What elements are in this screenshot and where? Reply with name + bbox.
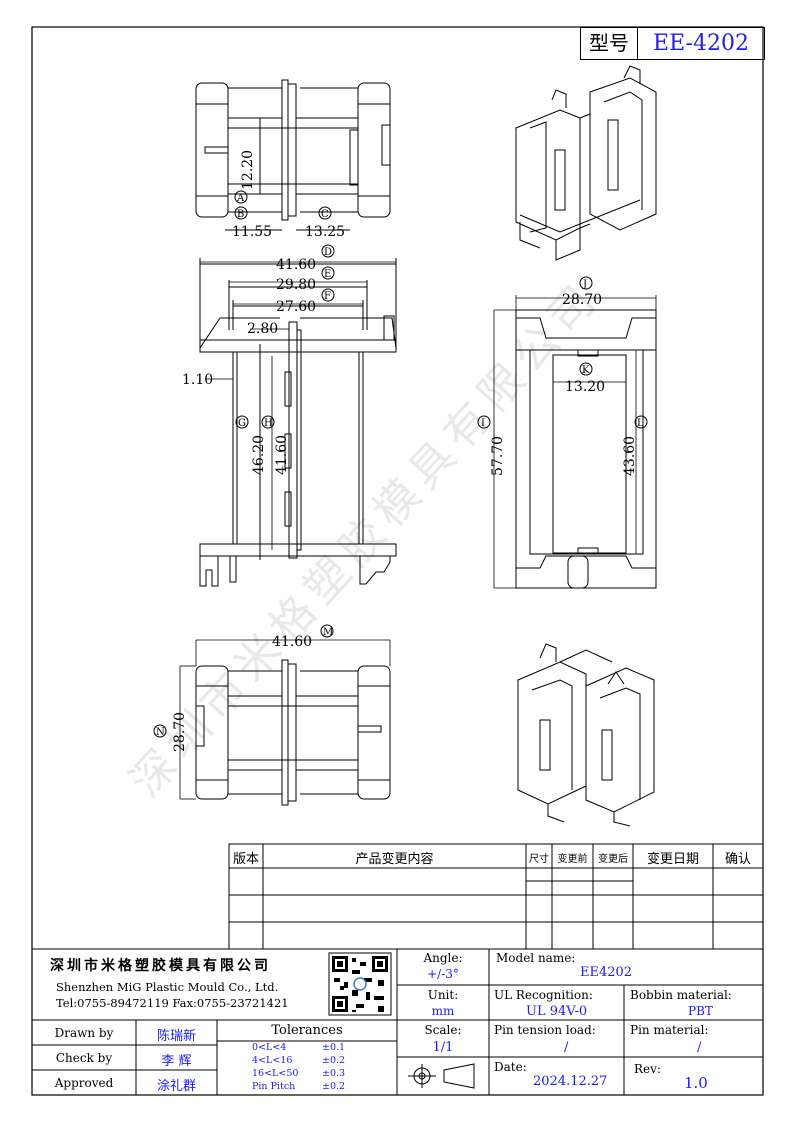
dim-a-value: 12.20 — [240, 150, 256, 190]
qr-code — [328, 952, 392, 1016]
company-name-cn: 深圳市米格塑胶模具有限公司 — [50, 958, 271, 974]
watermark: 深圳市米格塑胶模具有限公司 — [120, 271, 610, 807]
tolerance-value-2: ±0.2 — [322, 1055, 346, 1066]
company-contact: Tel:0755-89472119 Fax:0755-23721421 — [56, 996, 289, 1010]
dim-n-value: 28.70 — [172, 712, 188, 752]
rev-header-size: 尺寸 — [529, 854, 549, 865]
dim-c-value: 13.25 — [305, 224, 345, 240]
check-by-label: Check by — [55, 1051, 113, 1065]
scale-value: 1/1 — [432, 1040, 454, 1055]
dim-i-value: 57.70 — [490, 436, 506, 476]
tolerance-range-3: 16<L<50 — [252, 1068, 299, 1079]
drawn-by-value: 陈瑞新 — [156, 1029, 196, 1044]
check-by-value: 李 辉 — [161, 1054, 192, 1069]
unit-value: mm — [431, 1004, 455, 1018]
pin-material-value: / — [697, 1040, 702, 1055]
bobbin-label: Bobbin material: — [630, 988, 732, 1002]
tolerances-label: Tolerances — [271, 1023, 343, 1038]
dim-offset: 1.10 — [182, 372, 213, 388]
angle-label: Angle: — [423, 951, 463, 965]
dim-pin-width: 2.80 — [247, 321, 278, 337]
type-label: 型号 — [581, 28, 638, 59]
dim-k-value: 13.20 — [565, 379, 605, 395]
rev-header-before: 变更前 — [557, 854, 588, 865]
pin-tension-value: / — [564, 1040, 569, 1055]
side-view — [493, 295, 657, 589]
rev-header-content: 产品变更内容 — [355, 852, 434, 867]
ul-label: UL Recognition: — [494, 988, 593, 1002]
rev-header-date: 变更日期 — [646, 852, 699, 867]
marker-i: I — [481, 418, 485, 429]
marker-d: D — [324, 247, 332, 258]
approved-value: 涂礼群 — [156, 1079, 196, 1094]
tolerance-value-4: ±0.2 — [322, 1081, 346, 1092]
watermark-text: 深圳市米格塑胶模具有限公司 — [120, 271, 610, 807]
top-view — [195, 79, 391, 231]
title-block-grid — [32, 948, 763, 1095]
dim-m-value: 41.60 — [272, 634, 312, 650]
rev-header-after: 变更后 — [598, 854, 628, 865]
bottom-view — [179, 639, 391, 806]
marker-h: H — [264, 418, 273, 429]
dim-d-value: 41.60 — [276, 257, 316, 273]
rev-header-confirm: 确认 — [724, 852, 751, 867]
bobbin-value: PBT — [688, 1004, 713, 1018]
scale-label: Scale: — [424, 1023, 462, 1037]
date-label: Date: — [494, 1060, 527, 1074]
marker-n: N — [156, 727, 165, 738]
type-value: EE-4202 — [653, 31, 749, 56]
dim-h-value: 41.60 — [274, 435, 290, 475]
tolerance-value-1: ±0.1 — [322, 1042, 346, 1053]
front-view — [199, 258, 397, 587]
approved-label: Approved — [54, 1076, 114, 1090]
marker-k: K — [582, 365, 590, 376]
pin-material-label: Pin material: — [630, 1023, 709, 1037]
marker-m: M — [323, 627, 333, 638]
dim-j-value: 28.70 — [562, 292, 602, 308]
company-name-en: Shenzhen MiG Plastic Mould Co., Ltd. — [56, 980, 279, 994]
isometric-view-bottom — [517, 643, 655, 827]
rev-value: 1.0 — [684, 1074, 708, 1092]
sheet-border — [31, 26, 764, 1096]
marker-l: L — [637, 418, 644, 429]
marker-e: E — [324, 269, 331, 280]
tolerance-range-1: 0<L<4 — [252, 1042, 287, 1053]
dim-g-value: 46.20 — [251, 435, 267, 475]
marker-c: C — [321, 209, 329, 220]
rev-label: Rev: — [634, 1062, 661, 1076]
marker-g: G — [238, 418, 246, 429]
tolerance-value-3: ±0.3 — [322, 1068, 346, 1079]
dim-l-value: 43.60 — [622, 436, 638, 476]
date-value: 2024.12.27 — [533, 1074, 608, 1089]
isometric-view-top — [515, 65, 657, 261]
pin-tension-label: Pin tension load: — [494, 1023, 596, 1037]
dim-b-value: 11.55 — [232, 224, 272, 240]
model-name-value: EE4202 — [580, 965, 633, 980]
model-name-label: Model name: — [496, 951, 576, 965]
marker-a: A — [236, 193, 245, 204]
model-header: 型号 EE-4202 — [580, 27, 765, 60]
ul-value: UL 94V-0 — [526, 1004, 588, 1019]
tolerance-range-2: 4<L<16 — [252, 1055, 293, 1066]
unit-label: Unit: — [427, 988, 459, 1002]
dim-e-value: 29.80 — [276, 277, 316, 293]
tolerance-range-4: Pin Pitch — [252, 1081, 296, 1092]
drawn-by-label: Drawn by — [54, 1026, 114, 1040]
marker-b: B — [237, 209, 244, 220]
dim-f-value: 27.60 — [276, 299, 316, 315]
marker-j: J — [582, 279, 587, 290]
marker-f: F — [324, 291, 331, 302]
angle-value: +/-3° — [427, 967, 459, 981]
rev-header-version: 版本 — [232, 852, 259, 867]
